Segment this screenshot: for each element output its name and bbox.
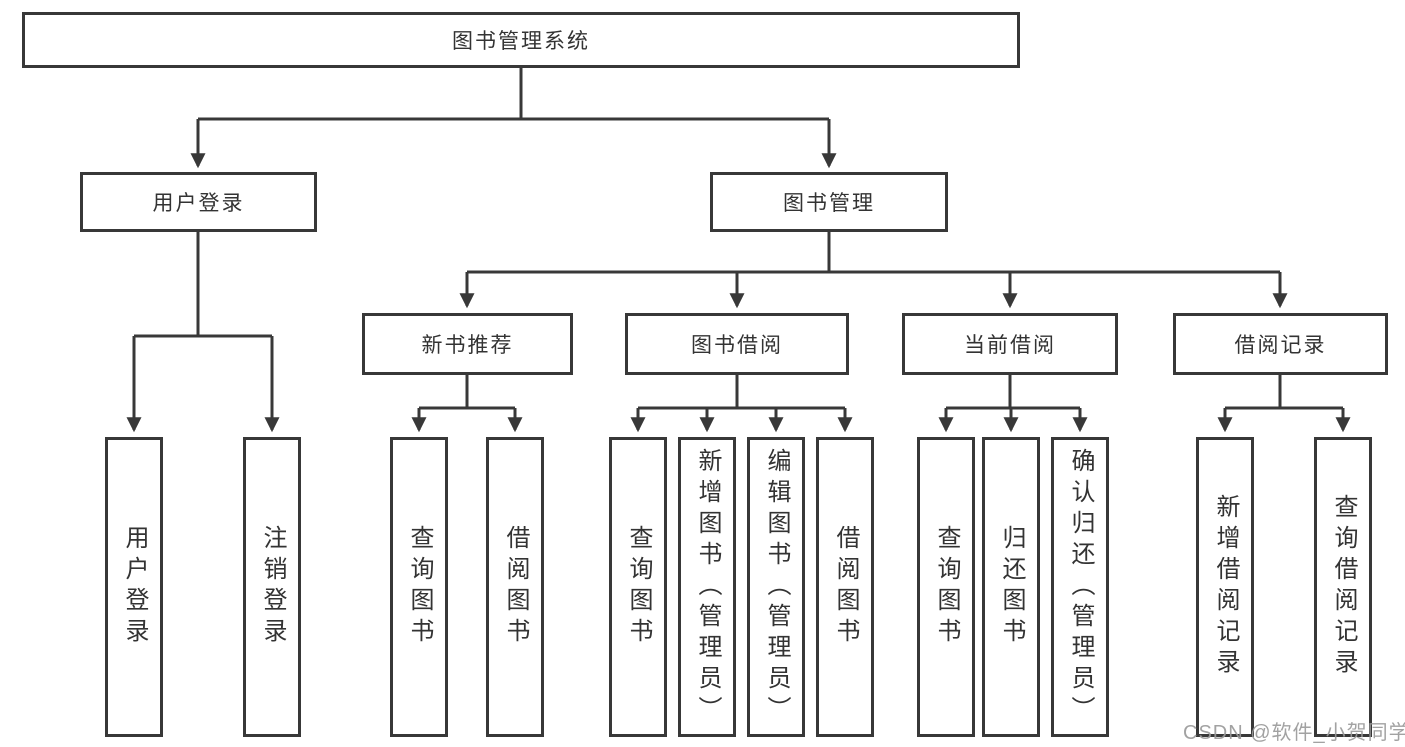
node-label: 新增图书（管理员） <box>694 447 721 727</box>
node-label: 用户登录 <box>152 192 245 215</box>
node-leaf-borrow-books-2: 借阅图书 <box>816 437 874 737</box>
node-label: 确认归还（管理员） <box>1067 447 1094 727</box>
node-leaf-query-books-3: 查询图书 <box>917 437 975 737</box>
node-label: 用户登录 <box>121 525 148 649</box>
node-label: 新增借阅记录 <box>1212 494 1239 680</box>
node-leaf-add-borrow-record: 新增借阅记录 <box>1196 437 1254 737</box>
node-leaf-confirm-return-admin: 确认归还（管理员） <box>1051 437 1109 737</box>
node-leaf-user-login: 用户登录 <box>105 437 163 737</box>
node-new-book-recommend: 新书推荐 <box>362 313 573 375</box>
csdn-watermark: CSDN @软件_小贺同学 <box>1183 722 1405 744</box>
node-label: 新书推荐 <box>421 334 514 357</box>
node-label: 图书借阅 <box>691 334 783 357</box>
node-label: 编辑图书（管理员） <box>763 447 790 727</box>
node-leaf-return-books: 归还图书 <box>982 437 1040 737</box>
node-borrowing-records: 借阅记录 <box>1173 313 1388 375</box>
node-label: 借阅图书 <box>502 525 529 649</box>
node-leaf-add-books-admin: 新增图书（管理员） <box>678 437 736 737</box>
node-leaf-logout: 注销登录 <box>243 437 301 737</box>
node-label: 归还图书 <box>998 525 1025 649</box>
node-leaf-borrow-books-1: 借阅图书 <box>486 437 544 737</box>
node-user-login-branch: 用户登录 <box>80 172 317 232</box>
node-current-borrowing: 当前借阅 <box>902 313 1118 375</box>
node-leaf-query-books-1: 查询图书 <box>390 437 448 737</box>
node-label: 查询图书 <box>625 525 652 649</box>
node-label: 注销登录 <box>259 525 286 649</box>
node-label: 当前借阅 <box>964 334 1056 357</box>
node-label: 查询图书 <box>933 525 960 649</box>
node-book-management-branch: 图书管理 <box>710 172 948 232</box>
node-book-borrowing: 图书借阅 <box>625 313 849 375</box>
node-label: 图书管理系统 <box>452 30 590 53</box>
node-label: 借阅记录 <box>1234 334 1327 357</box>
node-label: 图书管理 <box>783 192 875 215</box>
node-leaf-query-borrow-record: 查询借阅记录 <box>1314 437 1372 737</box>
node-label: 查询借阅记录 <box>1330 494 1357 680</box>
node-label: 借阅图书 <box>832 525 859 649</box>
node-library-management-system: 图书管理系统 <box>22 12 1020 68</box>
node-leaf-edit-books-admin: 编辑图书（管理员） <box>747 437 805 737</box>
node-leaf-query-books-2: 查询图书 <box>609 437 667 737</box>
node-label: 查询图书 <box>406 525 433 649</box>
